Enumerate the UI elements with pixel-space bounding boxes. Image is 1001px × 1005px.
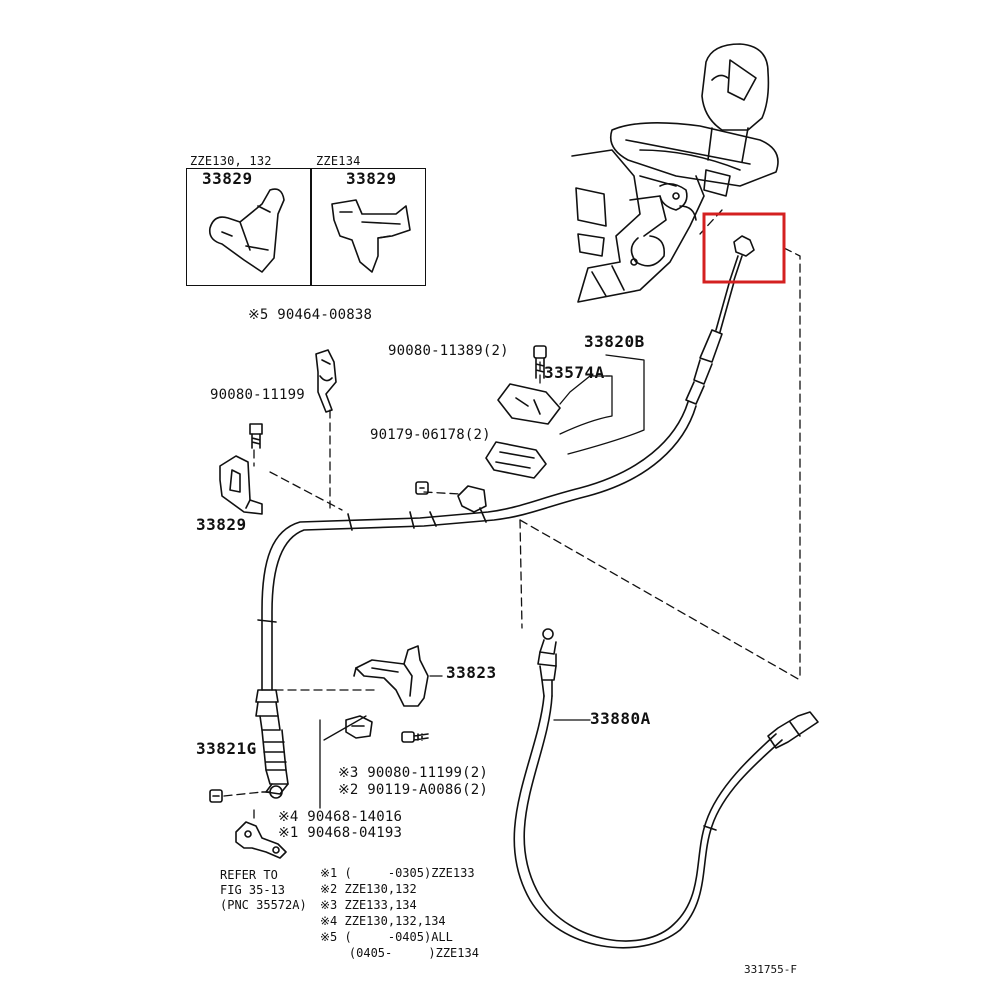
clip-90464-00838: [315, 349, 337, 413]
refer-line-2: FIG 35-13: [220, 883, 286, 897]
note-3: ※3 ZZE133,134: [320, 898, 417, 912]
note-4: ※4 ZZE130,132,134: [320, 914, 446, 928]
part-label-33820B: 33820B: [584, 332, 645, 351]
shift-cable-33820B: [255, 235, 755, 799]
inset-box-right: [310, 168, 426, 286]
cable-clamp: [457, 485, 487, 513]
transmission-lever: [235, 821, 287, 859]
inset-bracket-left: [208, 188, 285, 273]
part-label-33829: 33829: [196, 515, 247, 534]
leader-lines: [319, 354, 645, 809]
refer-line-1: REFER TO: [220, 868, 278, 882]
inset-left-header: ZZE130, 132: [190, 154, 272, 168]
part-label-90179-06178: 90179-06178(2): [370, 427, 491, 443]
figure-code: 331755-F: [744, 963, 797, 976]
grommet-33574A: [497, 383, 561, 425]
note-5: ※5 ( -0405)ALL: [320, 930, 453, 944]
part-label-33880A: 33880A: [590, 709, 651, 728]
bolt-90080-11389: [533, 345, 547, 379]
cable-33880A: [513, 628, 819, 949]
part-label-90080-11199: 90080-11199: [210, 387, 305, 403]
bracket-33823: [353, 645, 429, 707]
grommet-33820B: [485, 441, 547, 479]
nut-90179-06178: [415, 481, 429, 495]
part-label-33574A: 33574A: [544, 363, 605, 382]
note-1: ※1 ( -0305)ZZE133: [320, 866, 475, 880]
clip-under-33823: [345, 715, 373, 739]
note-6: (0405- )ZZE134: [320, 946, 479, 960]
nut-33821G: [209, 789, 223, 803]
note-2: ※2 ZZE130,132: [320, 882, 417, 896]
part-label-33821G: 33821G: [196, 739, 257, 758]
bracket-33829: [219, 455, 263, 515]
part-label-90468-14016: ※4 90468-14016: [278, 809, 403, 825]
bolt-90080-11199: [249, 423, 263, 449]
inset-right-part: 33829: [346, 169, 397, 188]
part-label-90080-11199-x2: ※3 90080-11199(2): [338, 765, 488, 781]
inset-bracket-right: [331, 199, 411, 273]
dashed-reference-lines: [223, 209, 801, 823]
part-label-90119-A0086: ※2 90119-A0086(2): [338, 782, 488, 798]
part-label-90468-04193: ※1 90468-04193: [278, 825, 403, 841]
part-label-33823: 33823: [446, 663, 497, 682]
refer-line-3: (PNC 35572A): [220, 898, 307, 912]
bolt-lower-90080-11199: [401, 731, 429, 743]
shift-lever-assembly: [571, 43, 779, 303]
inset-box-left: [186, 168, 312, 286]
part-label-90080-11389: 90080-11389(2): [388, 343, 509, 359]
highlight-box: [702, 212, 786, 284]
inset-left-part: 33829: [202, 169, 253, 188]
inset-right-header: ZZE134: [316, 154, 361, 168]
part-label-90464-00838: ※5 90464-00838: [248, 307, 373, 323]
